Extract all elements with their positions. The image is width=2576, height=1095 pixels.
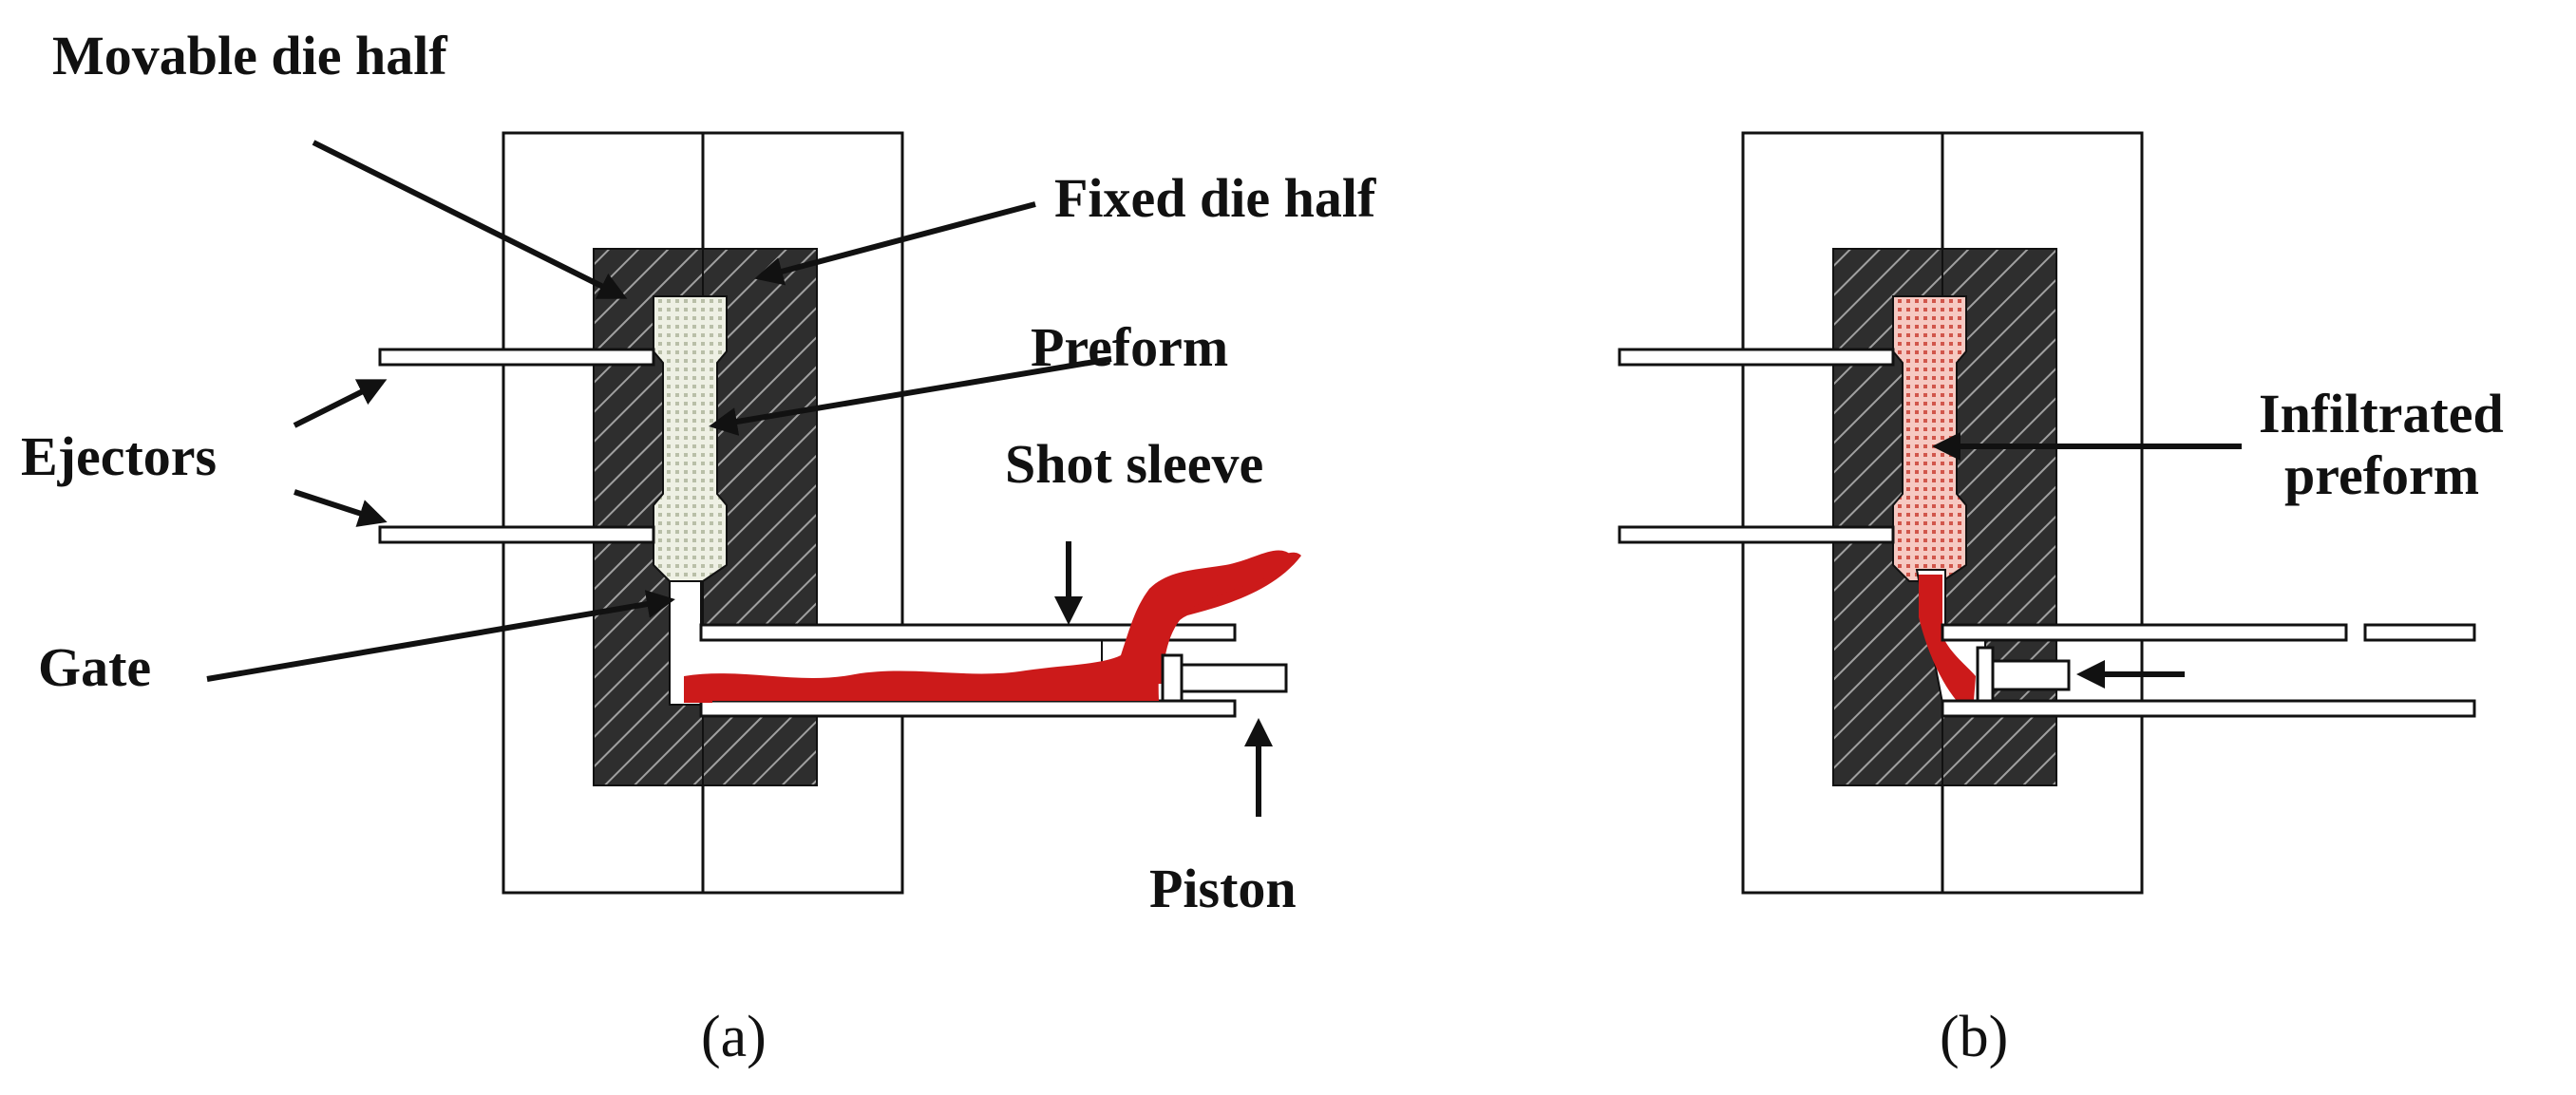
- piston-head-a: [1161, 653, 1184, 703]
- arrow-movable-die: [312, 140, 628, 299]
- ejector-pin-top-b: [1618, 348, 1895, 367]
- label-gate: Gate: [38, 636, 151, 698]
- infiltrated-preform-b: [1892, 295, 1967, 582]
- label-infiltrated-line1: Infiltrated: [2259, 383, 2504, 444]
- shot-sleeve-top-wall-b: [1941, 623, 2348, 642]
- piston-rod-b: [1991, 659, 2071, 691]
- ejector-pin-bottom-b: [1618, 525, 1895, 544]
- shot-sleeve-top-wall-b-ext: [2363, 623, 2476, 642]
- panel-b: Infiltrated preform (b): [1618, 131, 2504, 1069]
- arrow-fixed-die: [754, 201, 1036, 286]
- piston-rod-a: [1180, 663, 1288, 693]
- molten-gate-b: [1919, 575, 1976, 701]
- preform-a: [653, 295, 728, 582]
- label-fixed-die-half: Fixed die half: [1054, 167, 1376, 229]
- arrow-gate: [206, 590, 675, 682]
- arrow-preform: [709, 356, 1112, 436]
- shot-sleeve-bottom-wall-a: [699, 699, 1237, 718]
- label-infiltrated-line2: preform: [2284, 444, 2479, 506]
- caption-b: (b): [1940, 1005, 2008, 1069]
- molten-pour-a: [1145, 550, 1292, 684]
- label-piston: Piston: [1149, 858, 1297, 919]
- piston-head-b: [1976, 646, 1995, 703]
- label-movable-die-half: Movable die half: [52, 25, 447, 86]
- label-preform: Preform: [1031, 316, 1228, 378]
- ejector-pin-bottom-a: [378, 525, 655, 544]
- shot-sleeve-top-wall-a: [699, 623, 1237, 642]
- shot-sleeve-bottom-wall-b: [1941, 699, 2476, 718]
- ejector-pin-top-a: [378, 348, 655, 367]
- molten-gate-a: [684, 684, 712, 703]
- arrow-ejector-bottom: [294, 489, 388, 527]
- caption-a: (a): [701, 1005, 767, 1069]
- panel-a: Movable die half Fixed die half Preform …: [21, 25, 1376, 1069]
- label-shot-sleeve: Shot sleeve: [1005, 433, 1263, 495]
- arrow-ejector-top: [293, 379, 388, 428]
- label-ejectors: Ejectors: [21, 425, 217, 487]
